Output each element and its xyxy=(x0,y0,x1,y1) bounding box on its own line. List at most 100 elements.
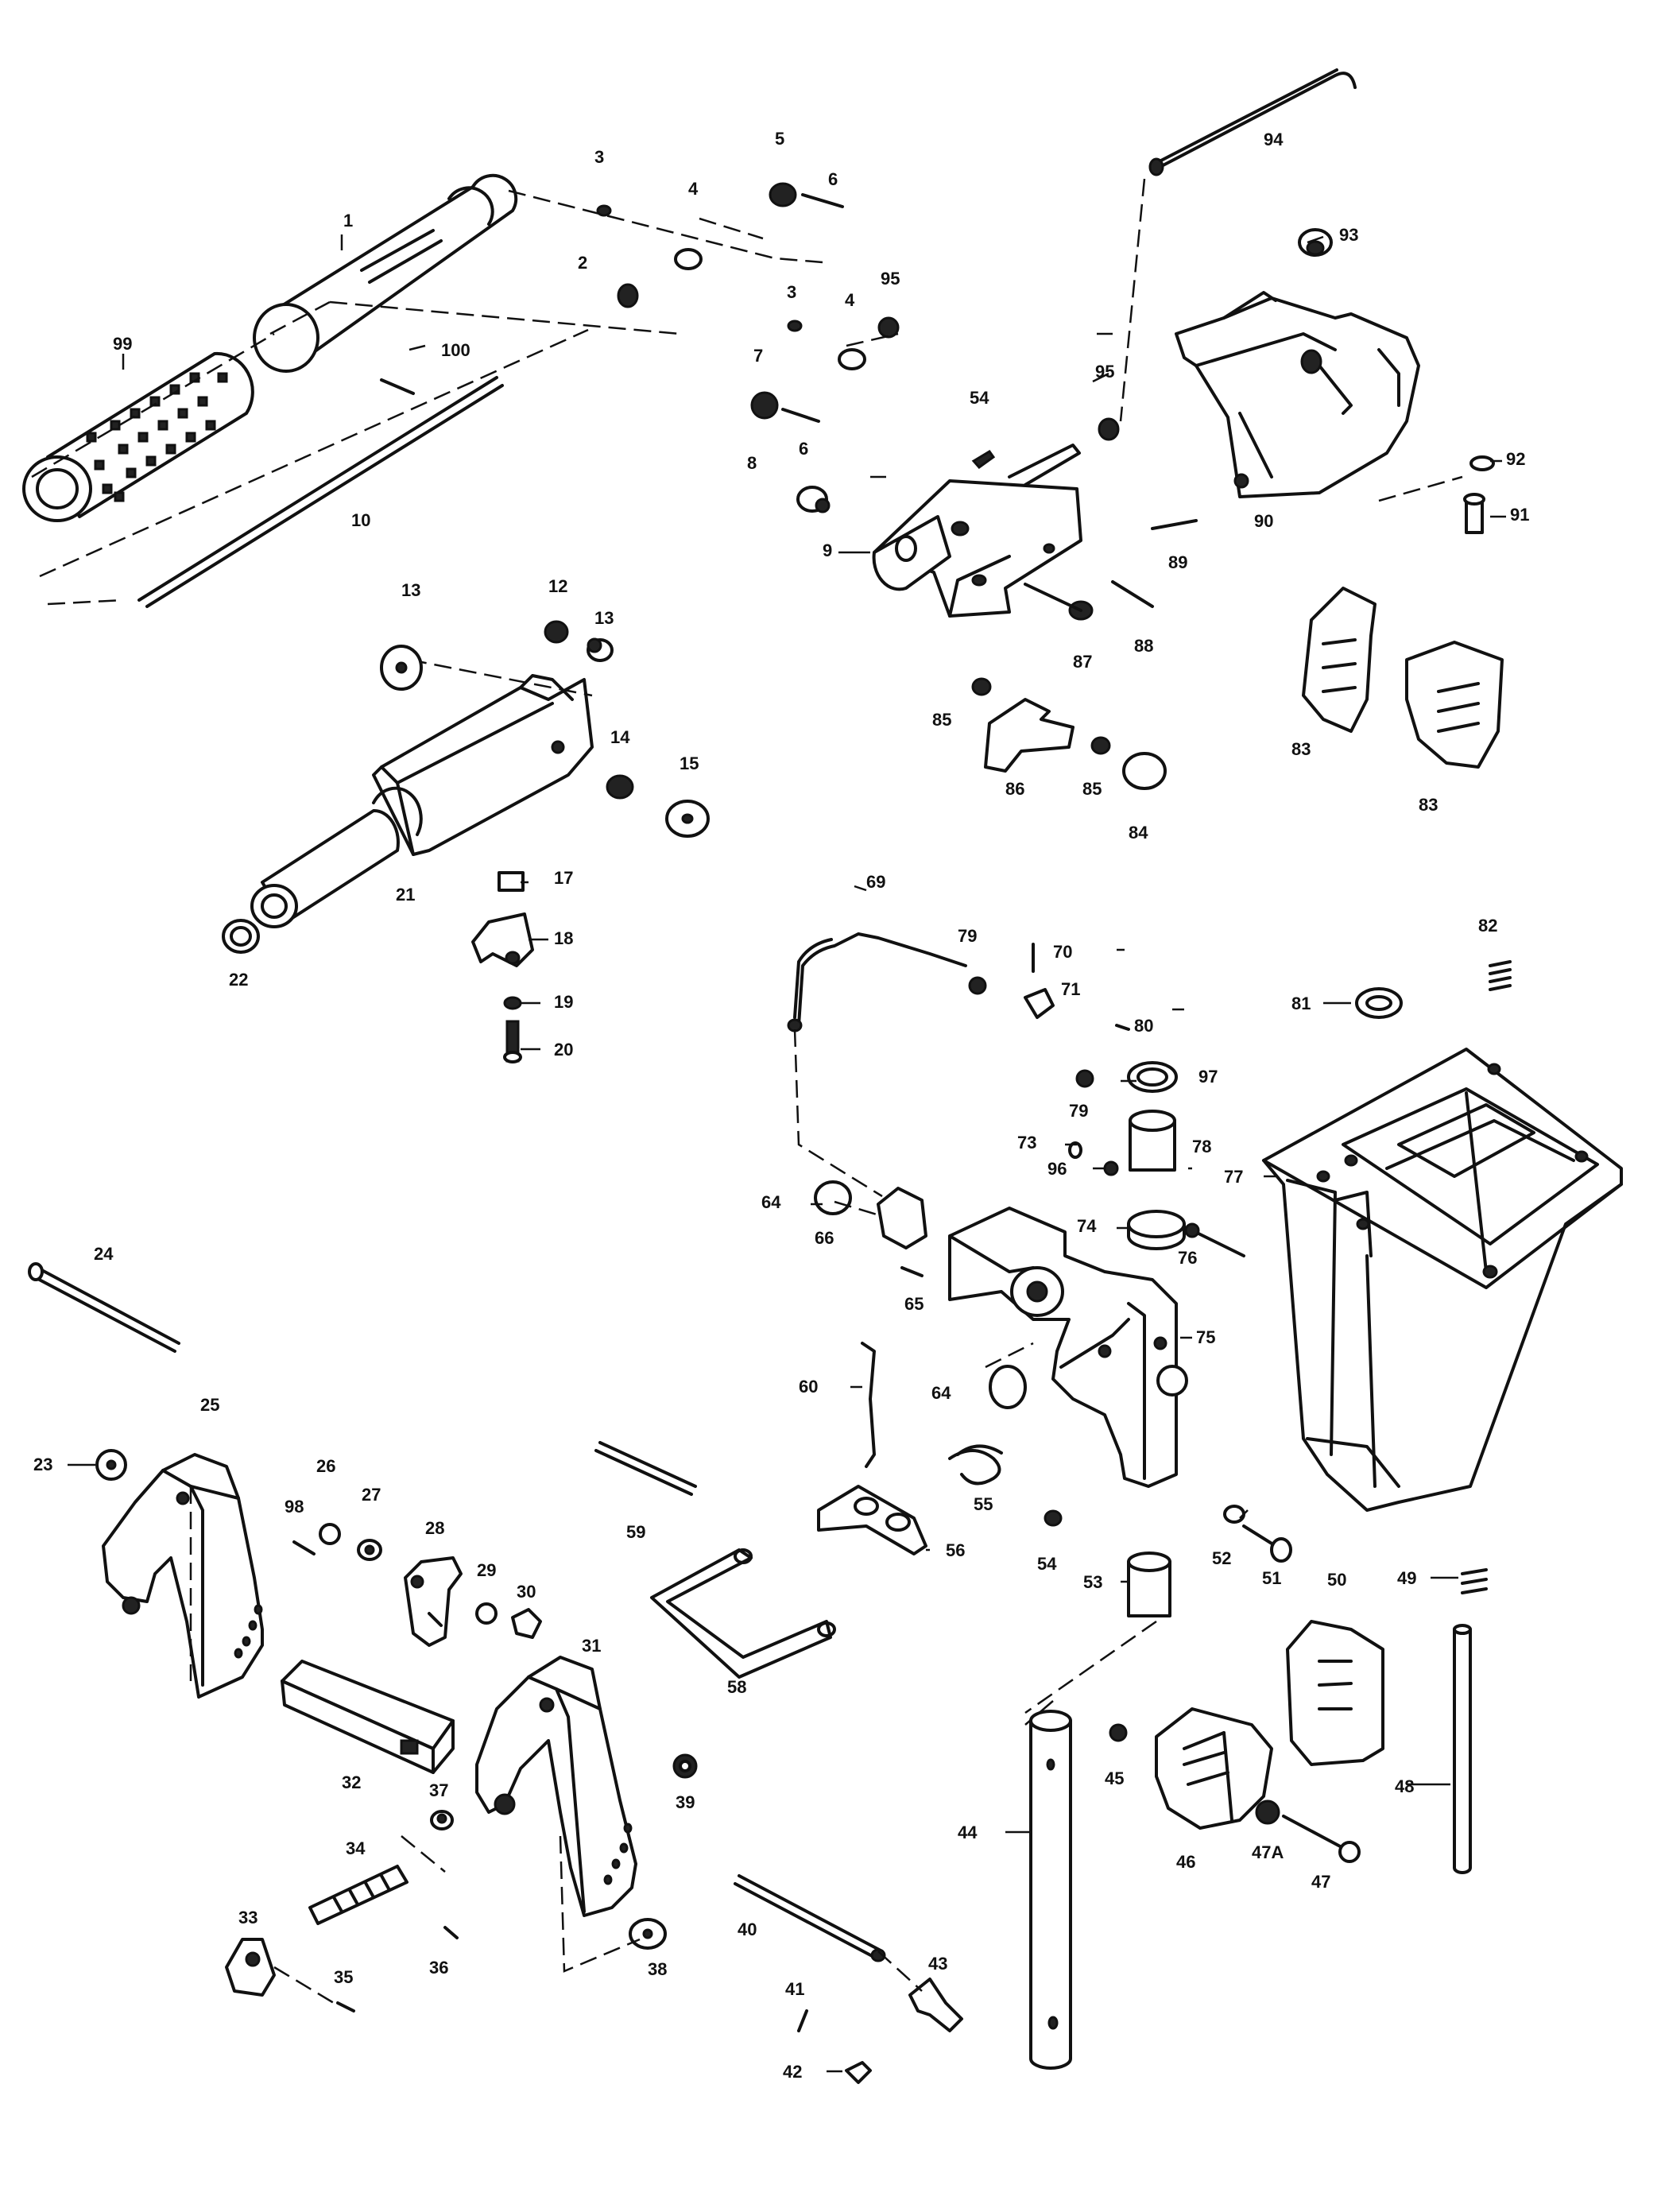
part-44-steering-tube xyxy=(1029,1710,1072,2070)
label-60: 60 xyxy=(799,1377,818,1397)
part-53-bushing xyxy=(1127,1551,1171,1617)
label-95-b: 95 xyxy=(1095,362,1114,382)
label-95: 95 xyxy=(881,269,900,289)
label-47: 47 xyxy=(1311,1872,1330,1892)
part-45-nut xyxy=(1109,1723,1128,1742)
label-7: 7 xyxy=(753,346,763,366)
label-91: 91 xyxy=(1510,505,1529,525)
label-99: 99 xyxy=(113,334,132,354)
label-83: 83 xyxy=(1291,739,1311,759)
part-10-throttle-shaft xyxy=(137,376,504,608)
label-31: 31 xyxy=(582,1636,601,1656)
label-10: 10 xyxy=(351,510,370,530)
label-78: 78 xyxy=(1192,1137,1211,1156)
label-79-b: 79 xyxy=(1069,1101,1088,1121)
label-15: 15 xyxy=(680,753,699,773)
part-40-pin xyxy=(734,1874,886,1962)
part-66-cam xyxy=(834,1187,1034,1369)
label-89: 89 xyxy=(1168,552,1187,572)
part-22-ring xyxy=(222,919,260,954)
part-87-bolt xyxy=(1024,583,1094,621)
part-82-spring xyxy=(1489,960,1512,991)
label-42: 42 xyxy=(783,2062,802,2082)
part-labels: 1 2 3 4 5 6 3 4 95 7 6 95 99 100 10 54 8… xyxy=(33,129,1529,2082)
part-29-30-hardware xyxy=(475,1602,542,1639)
part-58-bracket xyxy=(650,1548,836,1679)
part-14-nut xyxy=(606,774,634,800)
part-92-ring xyxy=(1469,455,1495,471)
part-83-clamp-covers xyxy=(1302,587,1504,769)
part-20-screw xyxy=(503,1020,522,1063)
part-23-washer xyxy=(95,1449,127,1481)
label-65: 65 xyxy=(904,1294,923,1314)
label-59: 59 xyxy=(626,1522,645,1542)
label-51: 51 xyxy=(1262,1568,1281,1588)
label-29: 29 xyxy=(477,1560,496,1580)
part-59-rod xyxy=(594,1441,697,1496)
label-arrows xyxy=(68,234,1506,2073)
label-6: 6 xyxy=(828,169,838,189)
label-24: 24 xyxy=(94,1244,114,1264)
label-4: 4 xyxy=(688,179,699,199)
part-96-73-screws xyxy=(1068,1141,1119,1176)
label-81: 81 xyxy=(1291,994,1311,1013)
label-45: 45 xyxy=(1105,1768,1124,1788)
part-28-plate xyxy=(404,1556,463,1647)
part-78-bushing xyxy=(1129,1110,1176,1172)
part-35-36-pins xyxy=(336,1926,459,2012)
part-39-nut xyxy=(672,1753,698,1779)
label-98: 98 xyxy=(285,1497,304,1517)
label-56: 56 xyxy=(946,1540,965,1560)
label-73: 73 xyxy=(1017,1133,1036,1152)
label-47A: 47A xyxy=(1252,1842,1284,1862)
part-76-bolt xyxy=(1184,1222,1245,1257)
part-26-27-hardware xyxy=(319,1523,382,1561)
part-86-plate xyxy=(984,698,1075,773)
label-54-b: 54 xyxy=(1037,1554,1057,1574)
label-49: 49 xyxy=(1397,1568,1416,1588)
label-13-b: 13 xyxy=(594,608,614,628)
label-70: 70 xyxy=(1053,942,1072,962)
part-47-bolt xyxy=(1282,1815,1361,1863)
label-79: 79 xyxy=(958,926,977,946)
label-80: 80 xyxy=(1134,1016,1153,1036)
part-17-block xyxy=(498,871,525,892)
part-88-pin xyxy=(1111,580,1154,608)
part-75-swivel-bracket xyxy=(948,1207,1188,1488)
label-36: 36 xyxy=(429,1958,448,1978)
label-21: 21 xyxy=(396,885,415,905)
label-41: 41 xyxy=(785,1979,804,1999)
part-18-lever xyxy=(471,912,534,967)
part-80-pin xyxy=(1115,1024,1130,1031)
part-85-nuts xyxy=(971,677,1111,755)
label-52: 52 xyxy=(1212,1548,1231,1568)
leader-lines-bottom-left xyxy=(189,1486,1054,2005)
label-17: 17 xyxy=(554,868,573,888)
label-92: 92 xyxy=(1506,449,1525,469)
part-46-clamp xyxy=(1155,1707,1273,1830)
label-6-b: 6 xyxy=(799,439,808,459)
part-81-seal xyxy=(1355,987,1403,1019)
label-3: 3 xyxy=(594,147,604,167)
part-43-latch xyxy=(908,1978,963,2032)
label-12: 12 xyxy=(548,576,567,596)
part-13-washer-left xyxy=(380,645,423,691)
part-60-spring-wire xyxy=(861,1342,876,1468)
part-65-pin xyxy=(900,1266,923,1277)
part-77-transom-housing xyxy=(1262,1048,1623,1512)
label-90: 90 xyxy=(1254,511,1273,531)
part-25-clamp-bracket-left xyxy=(102,1453,264,1699)
part-8-bolt xyxy=(796,486,831,513)
part-90-swivel-bracket xyxy=(1175,291,1420,498)
label-25: 25 xyxy=(200,1395,219,1415)
part-91-fitting xyxy=(1378,475,1485,534)
label-54: 54 xyxy=(970,388,989,408)
label-84: 84 xyxy=(1129,823,1148,843)
label-18: 18 xyxy=(554,928,573,948)
part-74-clamp-ring xyxy=(1127,1210,1186,1250)
label-28: 28 xyxy=(425,1518,444,1538)
label-74: 74 xyxy=(1077,1216,1097,1236)
small-hardware-top xyxy=(596,182,1120,441)
label-40: 40 xyxy=(738,1920,757,1939)
label-23: 23 xyxy=(33,1455,52,1474)
